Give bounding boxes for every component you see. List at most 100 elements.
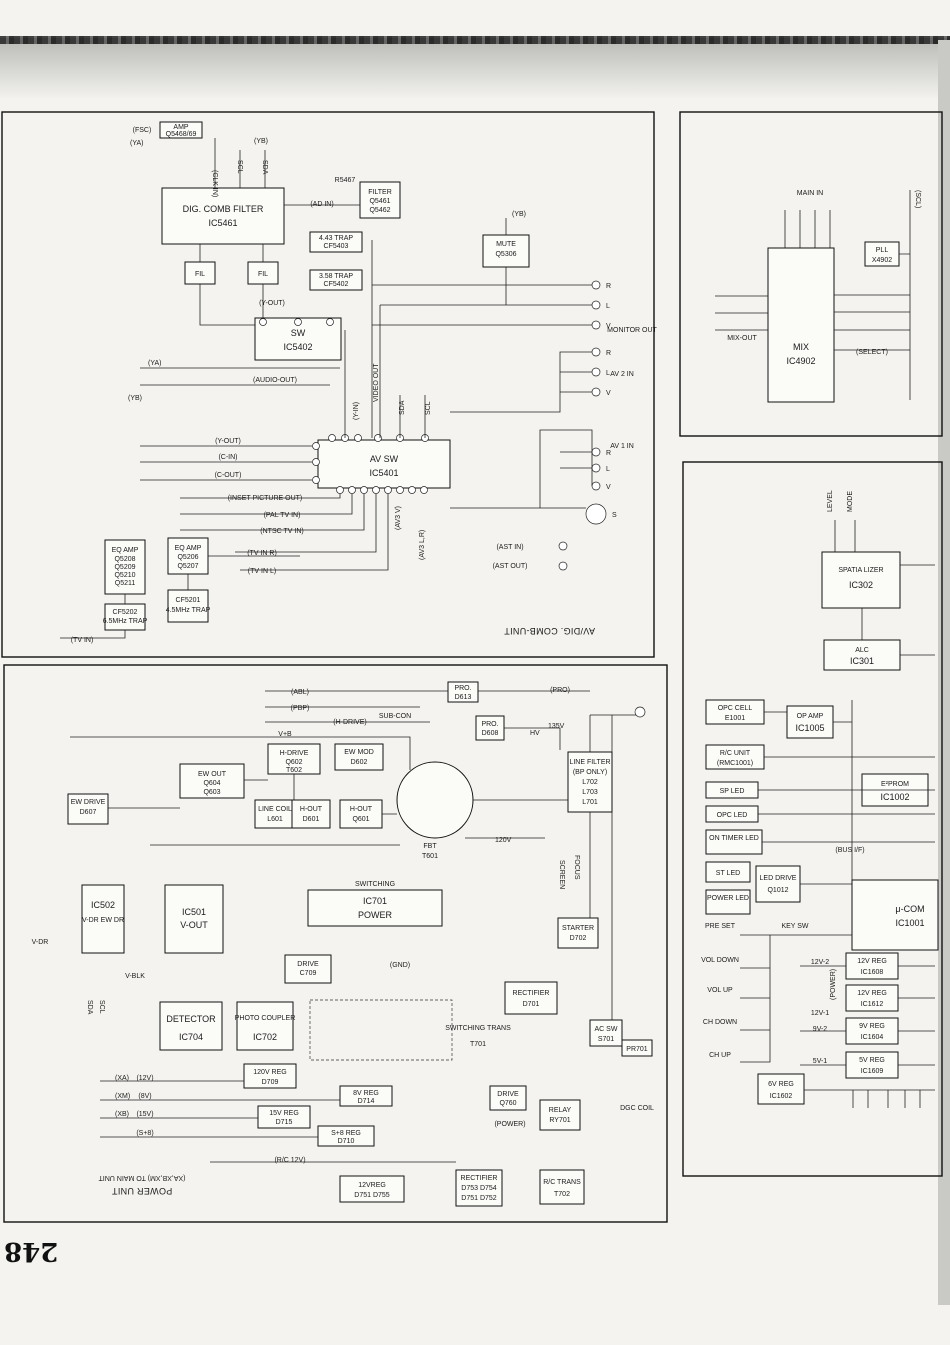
cf5201-label: CF5201 bbox=[176, 597, 201, 604]
line-coil-label: LINE COIL bbox=[258, 806, 292, 813]
reg-control-wires bbox=[800, 965, 935, 1091]
av1-r-label: R bbox=[606, 450, 611, 457]
ic4902-mix: MIX bbox=[793, 342, 809, 352]
av2-wires bbox=[450, 351, 592, 413]
ic1001-name: IC1001 bbox=[895, 918, 924, 928]
av2-v-label: V bbox=[606, 390, 611, 397]
key-wires bbox=[740, 934, 852, 1063]
d714-label: D714 bbox=[358, 1098, 375, 1105]
ic5401-left-wires bbox=[140, 445, 312, 481]
power-sig-label: (POWER) bbox=[494, 1121, 525, 1128]
pro-label: PRO. bbox=[454, 685, 471, 692]
t701-dashed-region bbox=[309, 999, 453, 1061]
power-led-box bbox=[705, 889, 751, 915]
rectifier-box bbox=[504, 981, 558, 1015]
ntsc-tv-in-label: (NTSC TV IN) bbox=[260, 528, 303, 535]
av3-v-label: (AV3 V) bbox=[395, 506, 402, 530]
reg12-label: 12VREG bbox=[358, 1182, 386, 1189]
ic702-box bbox=[236, 1001, 294, 1051]
ic502-box bbox=[81, 884, 125, 954]
starter-label: STARTER bbox=[562, 925, 594, 932]
ic5401-bottom-wires bbox=[180, 494, 389, 571]
power-led-label: POWER LED bbox=[707, 895, 749, 902]
fil-1-label: FIL bbox=[195, 271, 205, 278]
comb-bus-wires bbox=[214, 138, 266, 188]
ic5402-pin-b bbox=[294, 318, 302, 326]
ic4902-box bbox=[767, 247, 835, 403]
pre-set-label: PRE SET bbox=[705, 923, 736, 930]
e1001-label: E1001 bbox=[725, 715, 745, 722]
ast-in-jack bbox=[558, 541, 568, 551]
hv-label: HV bbox=[530, 730, 540, 737]
key-sw-label: KEY SW bbox=[781, 923, 808, 930]
d608-pro: PRO. bbox=[481, 721, 498, 728]
video-out-label: VIDEO OUT bbox=[373, 363, 380, 402]
t601-label: T601 bbox=[422, 853, 438, 860]
sda-ic5401-label: SDA bbox=[399, 400, 406, 415]
t701-label: T701 bbox=[470, 1041, 486, 1048]
ic704-box bbox=[159, 1001, 223, 1051]
q5468-box bbox=[159, 121, 203, 139]
ya-top-label: (YA) bbox=[130, 140, 143, 147]
ic1604-name: IC1604 bbox=[861, 1034, 884, 1041]
alc-label: ALC bbox=[855, 647, 869, 654]
d601-label: D601 bbox=[303, 816, 320, 823]
ew-out-box bbox=[179, 763, 245, 799]
mix-wires bbox=[715, 190, 911, 400]
trap443-label: 4.43 TRAP bbox=[319, 235, 353, 242]
audio-out-label: (AUDIO-OUT) bbox=[253, 377, 297, 384]
s8-out-label: (S+8) bbox=[136, 1130, 153, 1137]
mix-out-label: MIX-OUT bbox=[727, 335, 757, 342]
cf5201-box bbox=[167, 589, 209, 623]
ast-out-label: (AST OUT) bbox=[493, 563, 528, 570]
clk-in-label: (CLK IN) bbox=[211, 170, 218, 197]
ic1609-box bbox=[845, 1051, 899, 1079]
d701-drive-box bbox=[284, 954, 332, 984]
d715-label: D715 bbox=[276, 1119, 293, 1126]
ic701-name: IC701 bbox=[363, 896, 387, 906]
d702-label: D702 bbox=[570, 935, 587, 942]
ic1612-box bbox=[845, 984, 899, 1012]
av-unit-title: AV/DIG. COMB-UNIT bbox=[504, 626, 595, 636]
y-in-label: (Y-IN) bbox=[353, 402, 360, 420]
ic1604-reg: 9V REG bbox=[859, 1023, 885, 1030]
d701-rect-label: D701 bbox=[523, 1001, 540, 1008]
scl-power-label: SCL bbox=[98, 1000, 105, 1014]
ic1001-box bbox=[851, 879, 939, 951]
q5211-label: Q5211 bbox=[115, 580, 136, 587]
reg120-box bbox=[243, 1063, 297, 1089]
t601-fbt-circle bbox=[396, 761, 474, 839]
cf5403-label: CF5403 bbox=[324, 243, 349, 250]
ew-mod-label: EW MOD bbox=[344, 749, 374, 756]
av1-r-jack bbox=[591, 447, 601, 457]
h-out-q601-box bbox=[339, 799, 383, 829]
reg120-label: 120V REG bbox=[253, 1069, 286, 1076]
ic501-box bbox=[164, 884, 224, 954]
led-drive-box bbox=[755, 865, 801, 903]
switching-label: SWITCHING bbox=[355, 881, 395, 888]
h-drive-label: H-DRIVE bbox=[280, 750, 309, 757]
eq-amp-1-label: EQ AMP bbox=[175, 545, 202, 552]
d710-label: D710 bbox=[338, 1138, 355, 1145]
control-out-wires bbox=[852, 1090, 921, 1108]
q5306-name: Q5306 bbox=[495, 251, 516, 258]
v135-label: 135V bbox=[548, 723, 565, 730]
ac-plug-icon bbox=[634, 706, 646, 718]
cf5201-sub: 4.5MHz TRAP bbox=[166, 607, 211, 614]
c-out-label: (C-OUT) bbox=[215, 472, 242, 479]
av1-v-jack bbox=[591, 481, 601, 491]
trap358-label: 3.58 TRAP bbox=[319, 273, 353, 280]
ic1602-reg: 6V REG bbox=[768, 1081, 794, 1088]
q5462-label: Q5462 bbox=[369, 207, 390, 214]
ew-drive-label: EW DRIVE bbox=[71, 799, 106, 806]
rc-trans-box bbox=[539, 1169, 585, 1205]
line-filter-box bbox=[567, 751, 613, 813]
reg15-box bbox=[257, 1105, 311, 1129]
ic1005-box bbox=[786, 705, 834, 739]
sda-power-label: SDA bbox=[86, 1000, 93, 1015]
ic704-name: IC704 bbox=[179, 1032, 203, 1042]
line-coil-box bbox=[254, 799, 296, 829]
rmc1001-label: (RMC1001) bbox=[717, 760, 753, 767]
v-plus-b-label: V+B bbox=[278, 731, 292, 738]
